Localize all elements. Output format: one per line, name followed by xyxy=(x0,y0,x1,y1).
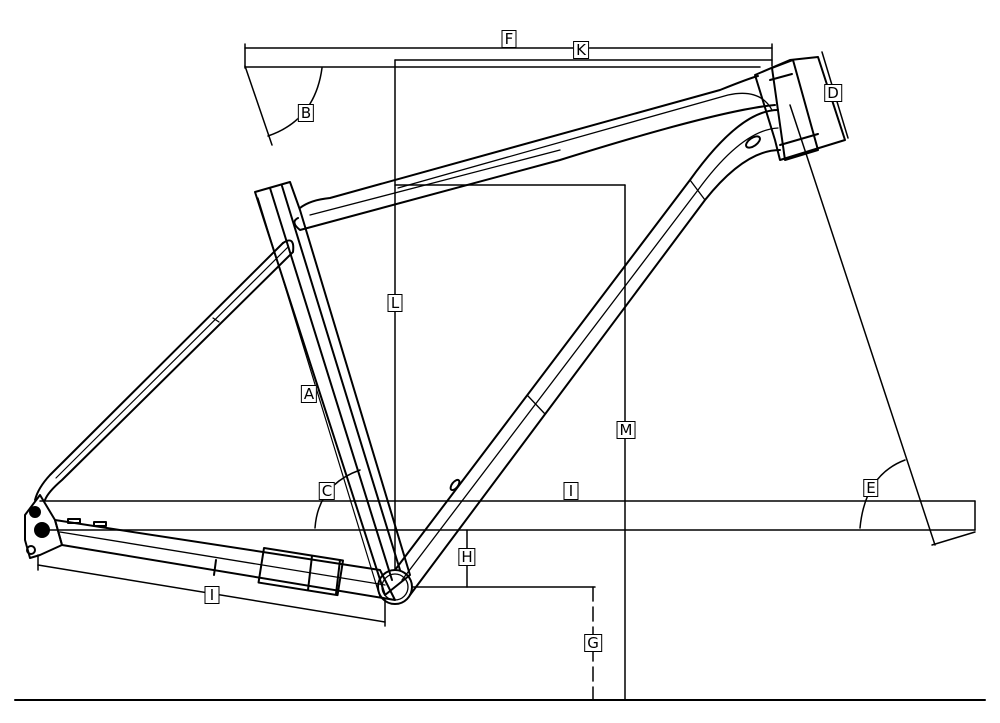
label-g: G xyxy=(584,634,602,652)
top-tube xyxy=(293,75,776,231)
label-d: D xyxy=(824,84,842,102)
down-tube xyxy=(394,109,781,596)
head-tube xyxy=(745,56,846,161)
seat-tube xyxy=(254,181,411,598)
label-c: C xyxy=(318,482,336,500)
reference-lines xyxy=(39,104,976,546)
label-m: M xyxy=(616,421,636,439)
label-k: K xyxy=(573,41,589,59)
label-i: I xyxy=(563,482,579,500)
label-l: L xyxy=(387,294,403,312)
dimension-f xyxy=(244,43,773,69)
label-h: H xyxy=(458,548,476,566)
label-e: E xyxy=(863,479,879,497)
dimension-k xyxy=(244,59,773,68)
chain-stay xyxy=(54,518,396,601)
label-b: B xyxy=(297,104,315,122)
label-a: A xyxy=(300,385,318,403)
dimension-m xyxy=(394,184,626,701)
seat-stay xyxy=(34,239,295,501)
rear-dropout xyxy=(24,494,63,559)
dimension-h xyxy=(411,529,596,588)
label-j: I xyxy=(204,586,220,604)
label-f: F xyxy=(501,30,517,48)
